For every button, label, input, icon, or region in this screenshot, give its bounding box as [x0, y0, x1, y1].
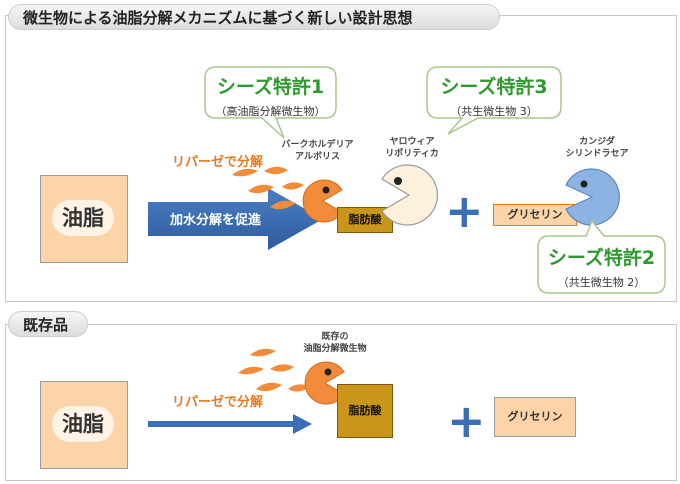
patent-3-subtitle: （共生微生物 3）	[450, 105, 538, 118]
patent-2-callout: シーズ特許2 （共生微生物 2）	[538, 243, 665, 290]
hydrolysis-arrow-label: 加水分解を促進	[170, 213, 262, 228]
patent-2-title: シーズ特許2	[547, 247, 656, 269]
patent-1-title: シーズ特許1	[216, 76, 325, 98]
microbe-3-label: カンジダ シリンドラセア	[552, 136, 642, 160]
existing-lipase-droplets	[238, 348, 310, 392]
existing-arrow	[148, 414, 312, 434]
plus-sign: +	[445, 184, 484, 238]
existing-microbe-pacman-icon	[304, 361, 345, 405]
existing-microbe-label: 既存の 油脂分解微生物	[290, 331, 380, 355]
patent-3-title: シーズ特許3	[440, 76, 548, 98]
patent-2-subtitle: （共生微生物 2）	[557, 276, 646, 289]
microbe-1-pacman-icon	[302, 179, 343, 223]
patent-3-callout: シーズ特許3 （共生微生物 3）	[427, 72, 561, 119]
existing-plus-sign: +	[447, 394, 486, 448]
patent-1-callout: シーズ特許1 （高油脂分解微生物）	[205, 72, 336, 119]
existing-fatty-acid-box: 脂肪酸	[337, 384, 393, 438]
microbe-3-name-line2: シリンドラセア	[565, 149, 629, 159]
page-title: 微生物による油脂分解メカニズムに基づく新しい設計思想	[8, 4, 500, 30]
microbe-1-label: バークホルデリア アルボリス	[270, 139, 365, 163]
microbe-2-pacman-icon	[381, 164, 438, 226]
microbe-3-name-line1: カンジダ	[579, 137, 615, 147]
microbe-3-pacman-icon	[565, 168, 620, 226]
existing-microbe-line2: 油脂分解微生物	[303, 344, 367, 354]
glycerin-box: グリセリン	[493, 204, 577, 226]
microbe-2-name-line2: リポリティカ	[385, 149, 439, 159]
oil-label: 油脂	[52, 200, 114, 236]
microbe-1-name-line2: アルボリス	[295, 152, 340, 162]
existing-glycerin-box: グリセリン	[494, 397, 576, 437]
existing-tab-label: 既存品	[8, 311, 88, 337]
patent-callout-shapes	[204, 66, 666, 294]
lipase-droplets	[232, 166, 304, 210]
existing-oil-label: 油脂	[52, 406, 114, 442]
microbe-2-name-line1: ヤロウィア	[389, 137, 435, 147]
patent-1-subtitle: （高油脂分解微生物）	[215, 105, 326, 118]
microbe-2-label: ヤロウィア リポリティカ	[372, 136, 452, 160]
existing-lipase-label: リパーゼで分解	[172, 395, 264, 410]
existing-microbe-line1: 既存の	[321, 332, 349, 342]
lipase-label: リパーゼで分解	[172, 155, 264, 170]
microbe-1-name-line1: バークホルデリア	[281, 140, 354, 150]
